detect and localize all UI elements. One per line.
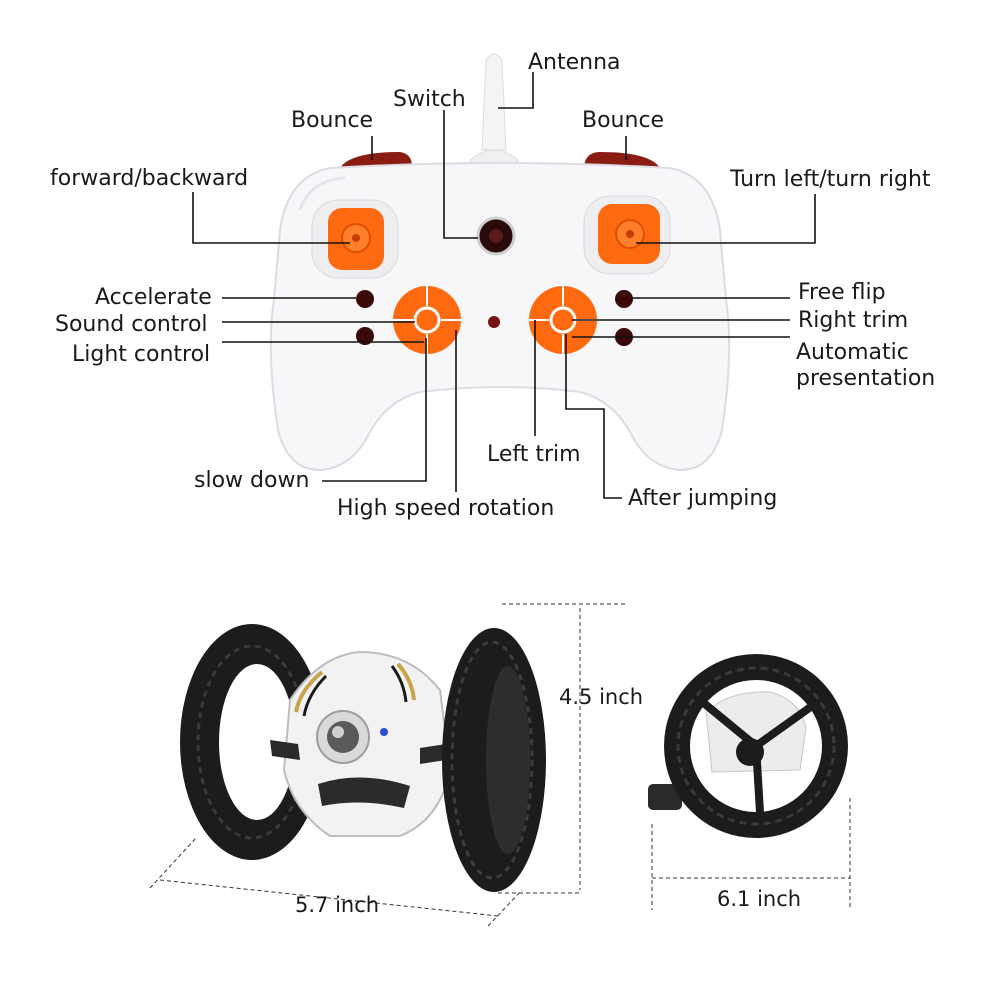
dimension-lines [149, 603, 851, 927]
label-length: 5.7 inch [295, 893, 379, 917]
label-free-flip: Free flip [798, 280, 886, 305]
switch-center [489, 229, 503, 243]
label-bounce-right: Bounce [582, 108, 664, 133]
antenna [481, 53, 507, 151]
remote-controller [269, 53, 731, 472]
side-spokes [697, 696, 815, 813]
length-right-tick [487, 889, 523, 927]
label-automatic: Automatic [796, 340, 909, 365]
free-flip-button[interactable] [615, 290, 633, 308]
label-right-trim: Right trim [798, 308, 908, 333]
left-joystick[interactable] [311, 199, 399, 279]
side-body [705, 691, 807, 773]
label-width: 6.1 inch [717, 887, 801, 911]
right-wheel [442, 628, 546, 892]
label-light-control: Light control [72, 342, 210, 367]
label-height: 4.5 inch [559, 685, 643, 709]
car-camera-eye [316, 710, 370, 764]
leader-turn [636, 194, 816, 244]
leader-slow-down [322, 338, 427, 482]
side-tire-tread [676, 666, 836, 826]
label-high-speed-rotation: High speed rotation [337, 496, 554, 521]
label-forward-backward: forward/backward [50, 166, 248, 191]
right-joystick[interactable] [583, 195, 671, 275]
left-dpad[interactable] [393, 286, 461, 354]
leader-antenna [498, 72, 534, 109]
label-left-trim: Left trim [487, 442, 581, 467]
side-hub-motor [648, 784, 682, 810]
label-antenna: Antenna [528, 50, 621, 75]
leader-forward-backward [192, 192, 350, 244]
label-slow-down: slow down [194, 468, 309, 493]
light-control-button[interactable] [356, 327, 374, 345]
label-after-jumping: After jumping [628, 486, 777, 511]
controller-labels: Antenna Switch Bounce Bounce forward/bac… [50, 50, 935, 521]
center-led [488, 316, 500, 328]
dimension-labels: 4.5 inch 5.7 inch 6.1 inch [295, 685, 801, 917]
label-turn-left-right: Turn left/turn right [729, 167, 931, 192]
car-side-view [648, 654, 848, 838]
body-highlight [298, 176, 346, 211]
leader-lines [192, 72, 816, 499]
car-blue-led [380, 728, 388, 736]
length-line [159, 879, 499, 917]
length-left-tick [149, 837, 197, 889]
label-switch: Switch [393, 87, 466, 112]
left-wheel [180, 624, 324, 860]
label-presentation: presentation [796, 366, 935, 391]
accelerate-button[interactable] [356, 290, 374, 308]
label-bounce-left: Bounce [291, 108, 373, 133]
label-sound-control: Sound control [55, 312, 208, 337]
label-accelerate: Accelerate [95, 285, 212, 310]
car-front-view [180, 624, 546, 892]
leader-after-jumping [565, 334, 622, 499]
leader-switch [443, 110, 478, 239]
